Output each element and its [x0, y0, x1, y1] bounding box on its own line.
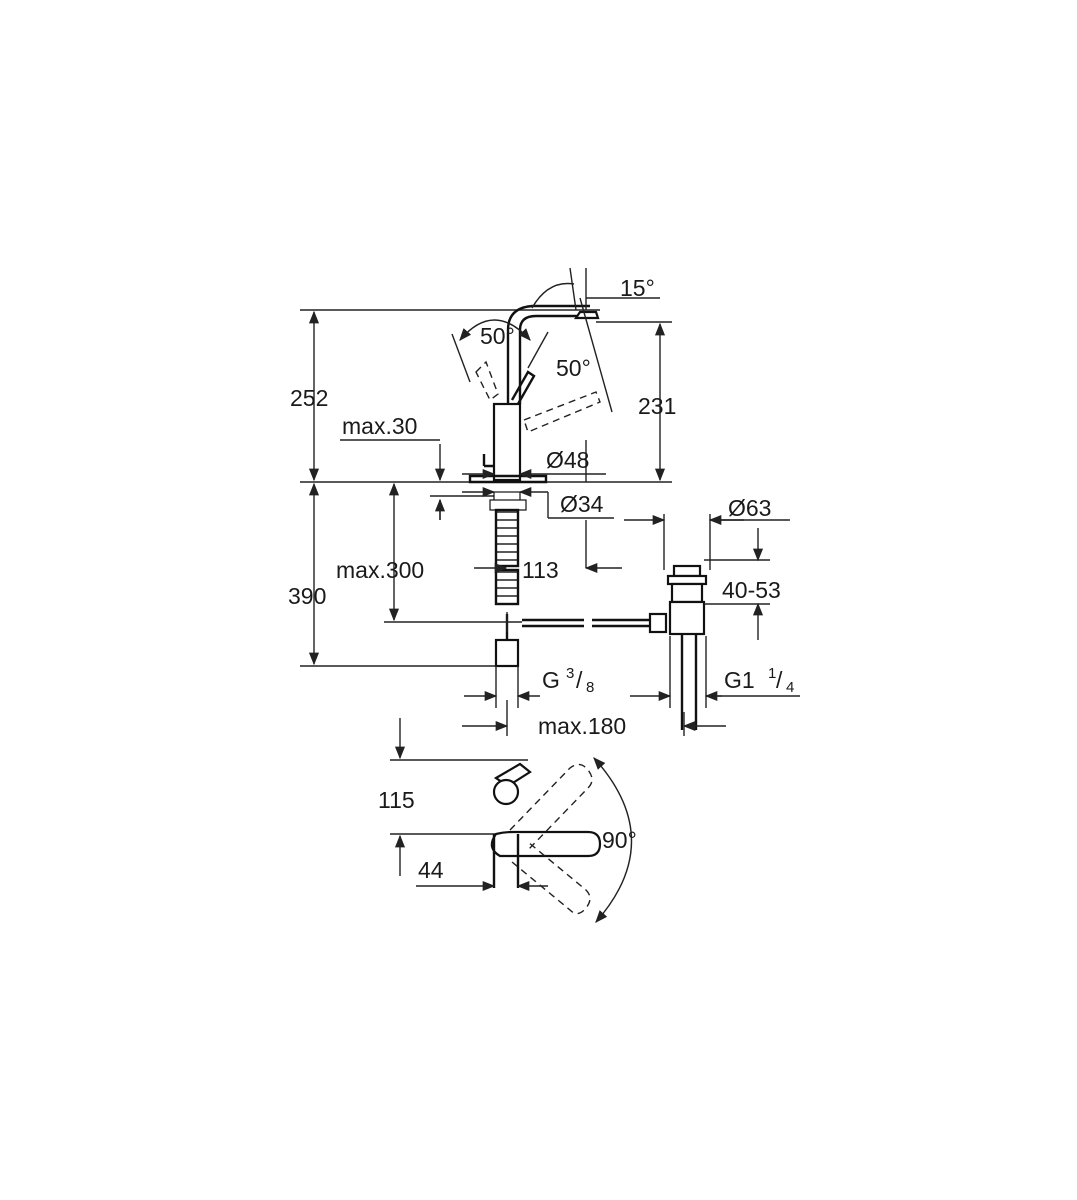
- svg-text:G1: G1: [724, 667, 755, 693]
- mounting-shank: [489, 491, 527, 668]
- label-angle-handle-right: 50°: [556, 355, 591, 381]
- label-plan-depth: 115: [378, 787, 415, 813]
- waste-fitting: [648, 564, 708, 730]
- label-diameter-waste: Ø63: [728, 495, 771, 521]
- label-connection-supply: G 3 / 8: [542, 665, 594, 696]
- label-connection-waste: G1 1 / 4: [724, 665, 794, 696]
- label-depth-under: 390: [288, 583, 326, 609]
- svg-text:/: /: [776, 667, 783, 693]
- label-max-reach: max.180: [538, 713, 626, 739]
- svg-text:/: /: [576, 667, 583, 693]
- label-height-total: 252: [290, 385, 328, 411]
- label-diameter-hole: Ø34: [560, 491, 604, 517]
- label-waste-range: 40-53: [722, 577, 781, 603]
- svg-text:3: 3: [566, 665, 574, 682]
- label-distance-waste: 113: [522, 557, 559, 583]
- svg-text:1: 1: [768, 665, 776, 682]
- svg-text:8: 8: [586, 679, 594, 696]
- svg-text:G: G: [542, 667, 560, 693]
- dimension-labels: 15° 50° 50° 252 231 max.30 Ø48 Ø34 Ø63 3…: [288, 275, 794, 883]
- handle-swing-ghosts: [475, 360, 601, 433]
- label-angle-spout: 15°: [620, 275, 655, 301]
- elevation-view: [300, 267, 800, 736]
- plan-view: [390, 718, 633, 923]
- label-max-depth: max.300: [336, 557, 424, 583]
- label-angle-handle-left: 50°: [480, 323, 515, 349]
- label-max-thickness: max.30: [342, 413, 417, 439]
- label-diameter-body: Ø48: [546, 447, 589, 473]
- label-plan-offset: 44: [418, 857, 444, 883]
- label-rotation: 90°: [602, 827, 637, 853]
- label-height-spout: 231: [638, 393, 676, 419]
- svg-text:4: 4: [786, 679, 794, 696]
